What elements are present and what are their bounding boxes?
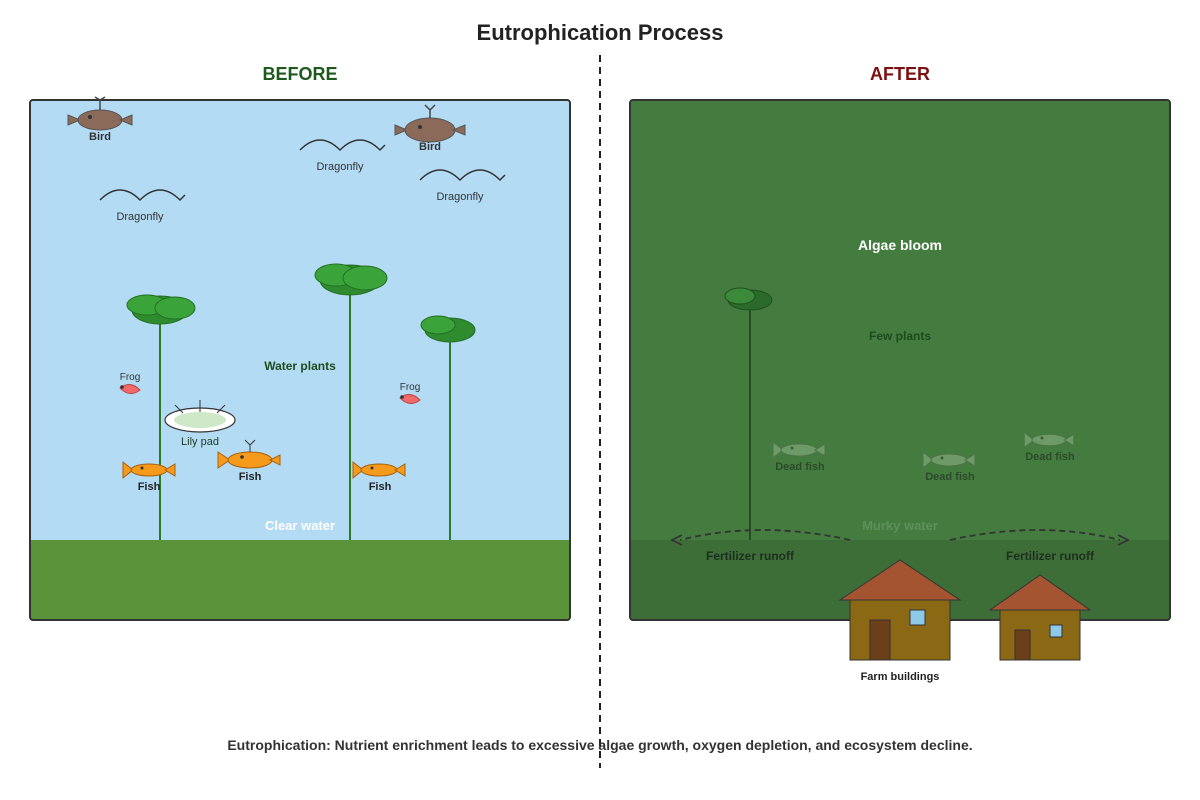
runoff-arrow-right: Fertilizer runoff — [949, 529, 1131, 563]
clear-water-area — [30, 100, 570, 620]
bird-2: Bird — [394, 104, 466, 153]
dead-fish-3: Dead fish — [1023, 431, 1075, 463]
water-plant-1 — [126, 294, 196, 540]
murky-water-label: Murky water — [862, 518, 938, 533]
fish-label: Fish — [138, 481, 161, 493]
dragonfly-3: Dragonfly — [419, 169, 506, 203]
fish-2: Fish — [217, 439, 281, 483]
few-plant — [724, 287, 773, 540]
dragonfly-label: Dragonfly — [116, 211, 164, 223]
few-plants-label: Few plants — [869, 329, 931, 343]
fish-label: Fish — [239, 471, 262, 483]
frog-label: Frog — [400, 382, 421, 393]
bird-label: Bird — [89, 131, 111, 143]
runoff-arrow-left: Fertilizer runoff — [669, 529, 851, 563]
bird-1: Bird — [67, 96, 133, 143]
runoff-label: Fertilizer runoff — [1006, 549, 1095, 563]
water-plant-2 — [314, 263, 388, 540]
dead-fish-2: Dead fish — [922, 451, 976, 483]
algae-water-area — [630, 100, 1170, 620]
runoff-label: Fertilizer runoff — [706, 549, 795, 563]
clear-water-label: Clear water — [265, 518, 335, 533]
farm-building-small — [988, 574, 1092, 661]
dead-fish-1: Dead fish — [772, 441, 826, 473]
dead-fish-label: Dead fish — [925, 471, 975, 483]
dead-fish-label: Dead fish — [775, 461, 825, 473]
dead-fish-label: Dead fish — [1025, 451, 1075, 463]
dragonfly-2: Dragonfly — [299, 139, 386, 173]
algae-bloom-label: Algae bloom — [858, 237, 942, 253]
water-plant-3 — [420, 315, 476, 540]
before-heading: BEFORE — [262, 64, 337, 84]
farm-buildings-label: Farm buildings — [861, 671, 940, 683]
bird-label: Bird — [419, 141, 441, 153]
before-ground — [30, 540, 570, 620]
fish-1: Fish — [122, 461, 176, 493]
after-panel: Algae bloom Few plants Dead fish Dead fi… — [629, 99, 1171, 683]
page-title: Eutrophication Process — [477, 20, 724, 45]
fish-label: Fish — [369, 481, 392, 493]
after-heading: AFTER — [870, 64, 930, 84]
water-plants-label: Water plants — [264, 359, 336, 373]
fish-3: Fish — [352, 461, 406, 493]
lily-pad-label: Lily pad — [181, 436, 219, 448]
lily-pad: Lily pad — [164, 400, 236, 448]
before-panel-border — [29, 99, 571, 621]
farm-building-large — [838, 559, 962, 661]
caption: Eutrophication: Nutrient enrichment lead… — [227, 737, 972, 753]
frog-1: Frog — [119, 372, 141, 394]
frog-2: Frog — [399, 382, 421, 404]
before-panel: Bird Bird Dragonfly Dragonfly Dragonfly — [29, 96, 571, 621]
dragonfly-1: Dragonfly — [99, 189, 186, 223]
dragonfly-label: Dragonfly — [316, 161, 364, 173]
frog-label: Frog — [120, 372, 141, 383]
dragonfly-label: Dragonfly — [436, 191, 484, 203]
